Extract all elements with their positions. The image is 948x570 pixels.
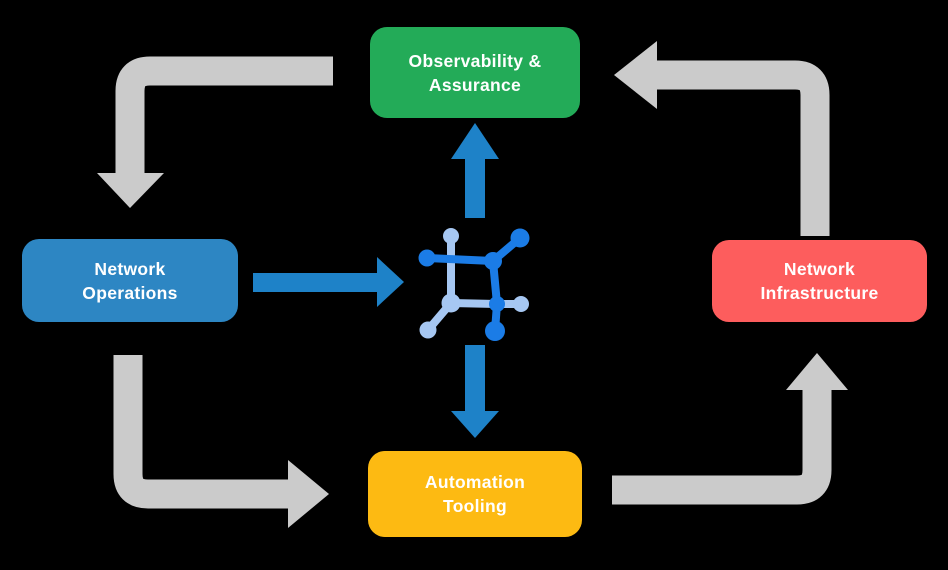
node-operations-line1: Network [94,258,166,279]
node-network-infrastructure: Network Infrastructure [712,240,927,322]
node-observability-line2: Assurance [428,74,522,95]
network-mesh-icon-light-strokes [419,228,529,339]
node-network-operations: Network Operations [22,239,238,322]
node-observability-assurance: Observability & Assurance [370,27,580,118]
network-mesh-icon [418,228,530,341]
arrow-operations-to-center [253,257,404,307]
node-automation-line1: Automation [424,472,526,492]
network-mesh-icon-dark-strokes [418,228,530,341]
node-infrastructure-line2: Infrastructure [760,283,879,303]
node-automation-tooling: Automation Tooling [368,451,582,537]
node-automation-line2: Tooling [443,496,507,516]
arrow-automation-to-infrastructure [612,353,848,505]
node-infrastructure-line1: Network [783,259,856,279]
node-observability-line1: Observability & [408,50,542,71]
arrow-infrastructure-to-observability [614,41,830,236]
arrow-observability-to-operations [97,56,333,208]
node-operations-line2: Operations [82,282,178,303]
arrow-operations-to-automation [113,355,329,528]
arrow-center-to-observability [451,123,499,218]
arrow-center-to-automation [451,345,499,438]
